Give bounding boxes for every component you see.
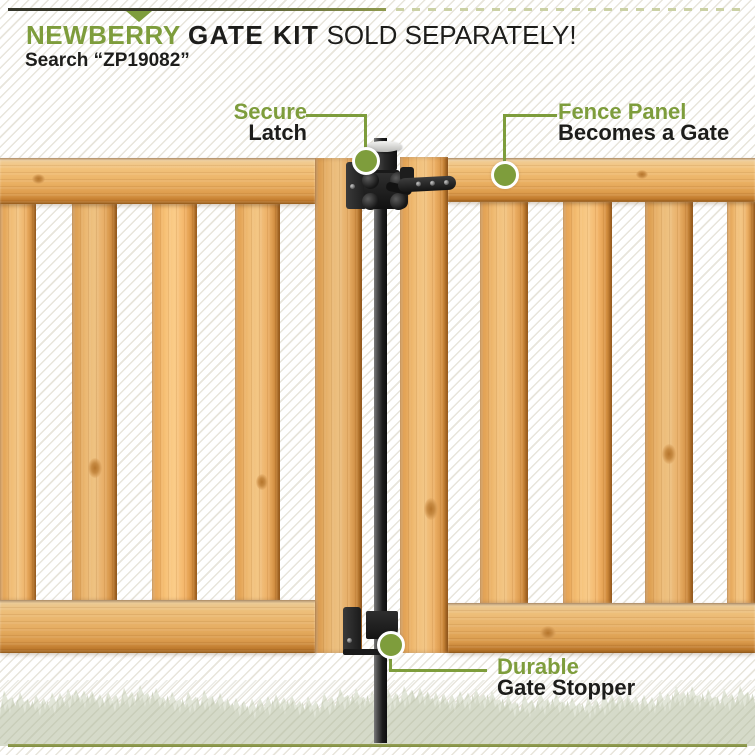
gate-slat bbox=[727, 202, 755, 603]
leader-line bbox=[389, 654, 392, 672]
leader-line bbox=[389, 669, 487, 672]
wood-knot bbox=[636, 170, 648, 179]
leader-line bbox=[306, 114, 367, 117]
wood-knot bbox=[88, 458, 102, 478]
screw bbox=[347, 638, 352, 643]
gate-stopper-foot bbox=[343, 649, 383, 655]
left-panel-top-rail bbox=[0, 158, 315, 204]
wood-knot bbox=[662, 444, 676, 464]
callout-text: Secure Latch bbox=[150, 99, 307, 145]
latch-roller bbox=[362, 172, 379, 189]
wood-knot bbox=[256, 474, 268, 490]
down-arrow-marker bbox=[126, 11, 152, 22]
latch-roller bbox=[390, 193, 407, 210]
left-panel-slat bbox=[72, 204, 117, 601]
screw bbox=[350, 184, 355, 189]
screw bbox=[429, 180, 436, 186]
leader-line bbox=[364, 114, 367, 150]
left-panel-slat bbox=[235, 204, 280, 601]
left-panel-slat bbox=[152, 204, 197, 601]
callout-text: Fence Panel Becomes a Gate bbox=[558, 99, 730, 145]
callout-label: Latch bbox=[248, 120, 307, 145]
callout-label: Gate Stopper bbox=[497, 675, 636, 700]
leader-line bbox=[503, 114, 506, 164]
screw bbox=[415, 181, 422, 187]
callout-highlight: Durable bbox=[497, 654, 579, 679]
product-name: GATE KIT bbox=[187, 20, 320, 50]
callout-dot bbox=[491, 161, 519, 189]
gate-stopper-bracket bbox=[343, 607, 361, 652]
left-panel-slat bbox=[0, 204, 36, 601]
latch-roller bbox=[362, 193, 379, 210]
header-rule-dashed bbox=[396, 8, 747, 11]
sold-separately-note: SOLD SEPARATELY! bbox=[326, 20, 577, 50]
bottom-rule bbox=[8, 744, 747, 747]
latch-cap-top bbox=[366, 141, 402, 152]
left-panel-stile bbox=[315, 158, 362, 653]
callout-highlight: Secure bbox=[233, 99, 307, 124]
wood-knot bbox=[32, 174, 45, 184]
callout-dot bbox=[377, 631, 405, 659]
left-panel-bottom-rail bbox=[0, 600, 315, 653]
callout-text: Durable Gate Stopper bbox=[497, 654, 636, 700]
search-code: Search “ZP19082” bbox=[25, 50, 190, 71]
callout-label: Becomes a Gate bbox=[558, 120, 730, 145]
gate-slat bbox=[645, 202, 693, 603]
callout-highlight: Fence Panel bbox=[558, 99, 687, 124]
callout-dot bbox=[352, 147, 380, 175]
screw bbox=[443, 179, 450, 186]
page-title: NEWBERRY GATE KIT SOLD SEPARATELY! bbox=[26, 20, 577, 50]
wood-knot bbox=[540, 626, 556, 640]
gate-slat bbox=[563, 202, 612, 603]
wood-knot bbox=[424, 498, 438, 520]
gate-stile bbox=[400, 157, 448, 653]
brand-name: NEWBERRY bbox=[26, 20, 181, 50]
gate-drop-rod bbox=[374, 138, 387, 743]
header-rule-solid bbox=[8, 8, 386, 11]
gate-slat bbox=[480, 202, 528, 603]
leader-line bbox=[503, 114, 557, 117]
gate-bottom-rail bbox=[448, 603, 755, 653]
